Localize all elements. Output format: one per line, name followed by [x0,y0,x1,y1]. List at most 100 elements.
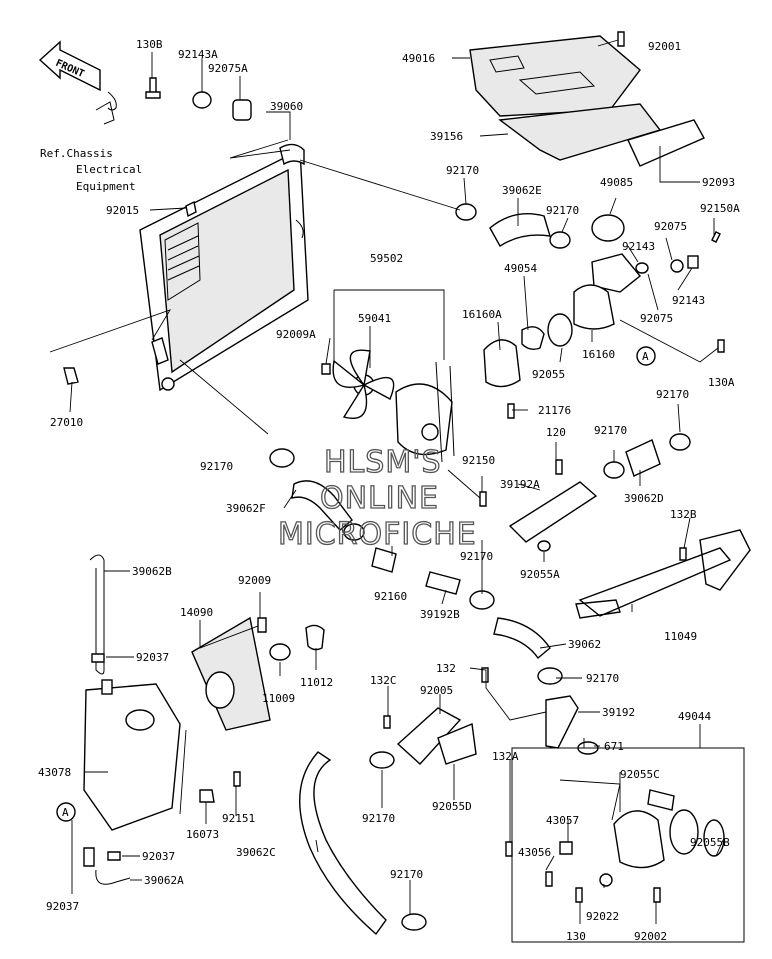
label-39192A: 39192A [500,478,540,491]
watermark-line-3: MICROFICHE [278,517,477,552]
clamp-92170-i-icon [369,751,395,769]
label-49054: 49054 [504,262,537,275]
label-39060: 39060 [270,100,303,113]
pump-group-box [511,747,745,943]
bolt-92009a-icon [321,363,331,375]
bolt-132c-icon [383,715,391,729]
o-ring-92055-icon [547,313,573,347]
pipe-92005-icon [396,707,462,765]
label-92150: 92150 [462,454,495,467]
label-120: 120 [546,426,566,439]
label-92009A: 92009A [276,328,316,341]
hose-39062f-icon [291,480,353,531]
label-92170-c: 92170 [656,388,689,401]
label-92075-b: 92075 [640,312,673,325]
label-92170-g: 92170 [586,672,619,685]
clamp-92170-j-icon [401,913,427,931]
label-49044: 49044 [678,710,711,723]
bolt-130-icon [575,887,583,903]
filler-neck-icon [591,253,641,293]
label-92143A: 92143A [178,48,218,61]
watermark: HLSM'S ONLINE MICROFICHE [277,444,477,552]
label-92143-a: 92143 [622,240,655,253]
o-ring-92055a-icon [537,540,551,552]
clamp-92170-a-icon [455,203,477,221]
clamp-92170-b-icon [549,231,571,249]
label-92055: 92055 [532,368,565,381]
label-39062C: 39062C [236,846,276,859]
label-92170-h: 92170 [362,812,395,825]
label-59502: 59502 [370,252,403,265]
bolt-132b-icon [679,547,687,561]
callout-a-upper-letter: A [642,350,649,363]
label-49016: 49016 [402,52,435,65]
label-92055A: 92055A [520,568,560,581]
clip-icon [107,91,117,111]
hose-39062e-icon [489,213,551,247]
grommet-92143a-icon [192,91,212,109]
pump-outlet-icon [669,809,699,855]
label-59041: 59041 [358,312,391,325]
label-92151: 92151 [222,812,255,825]
gasket-92143-icon [635,262,649,274]
label-130: 130 [566,930,586,943]
label-92037-c: 92037 [46,900,79,913]
gasket-92055d-icon [437,723,477,765]
radiator-icon [139,143,309,392]
label-92037-a: 92037 [136,651,169,664]
ref-note-line-3: Equipment [76,180,136,193]
collar-43057-icon [559,841,573,855]
nut-16073-icon [199,789,215,803]
cover-14090-icon [191,616,271,731]
washer-92075-icon [670,259,684,273]
bolt-132-icon [481,667,489,683]
collar-92160-icon [371,547,397,573]
tank-neck-icon [125,709,155,731]
label-39062E: 39062E [502,184,542,197]
bolt-132a-icon [505,841,513,857]
label-39062: 39062 [568,638,601,651]
hose-39062b-icon [89,554,105,675]
callout-a-upper [636,346,656,366]
nut-92143-icon [687,255,699,269]
tank-cap-icon [101,679,113,695]
label-39192: 39192 [602,706,635,719]
sensor-27010-icon [63,367,79,385]
grommet-92075a-icon [232,99,252,121]
label-43056: 43056 [518,846,551,859]
leader-lines [49,39,725,924]
pump-body-icon [613,810,665,869]
washer-92022-icon [599,873,613,887]
label-16073: 16073 [186,828,219,841]
bracket-11049-icon [575,529,751,619]
seal-92093-icon [627,119,705,167]
o-ring-92055c-icon [647,789,675,811]
bolt-92150-icon [479,491,487,507]
pipe-39192a-icon [508,481,598,543]
label-132: 132 [436,662,456,675]
label-11049: 11049 [664,630,697,643]
label-132C: 132C [370,674,397,687]
cap-49085-icon [591,214,625,242]
clamp-92170-f-icon [603,461,625,479]
label-92075A: 92075A [208,62,248,75]
label-92055C: 92055C [620,768,660,781]
label-43057: 43057 [546,814,579,827]
label-11012: 11012 [300,676,333,689]
bolt-130b-icon [145,77,161,99]
seal-39156-icon [498,103,662,161]
bolt-92009-icon [257,617,267,633]
clamp-92170-h-icon [537,667,563,685]
label-16160A: 16160A [462,308,502,321]
callout-a-lower-letter: A [62,806,69,819]
ref-note-line-1: Ref.Chassis [40,147,113,160]
label-27010: 27010 [50,416,83,429]
chassis-ref-bracket-icon [95,101,115,125]
label-11009: 11009 [262,692,295,705]
label-92093: 92093 [702,176,735,189]
label-39062D: 39062D [624,492,664,505]
clip-92037-b-icon [107,851,121,861]
label-130A: 130A [708,376,735,389]
label-92170-c2: 92170 [200,460,233,473]
